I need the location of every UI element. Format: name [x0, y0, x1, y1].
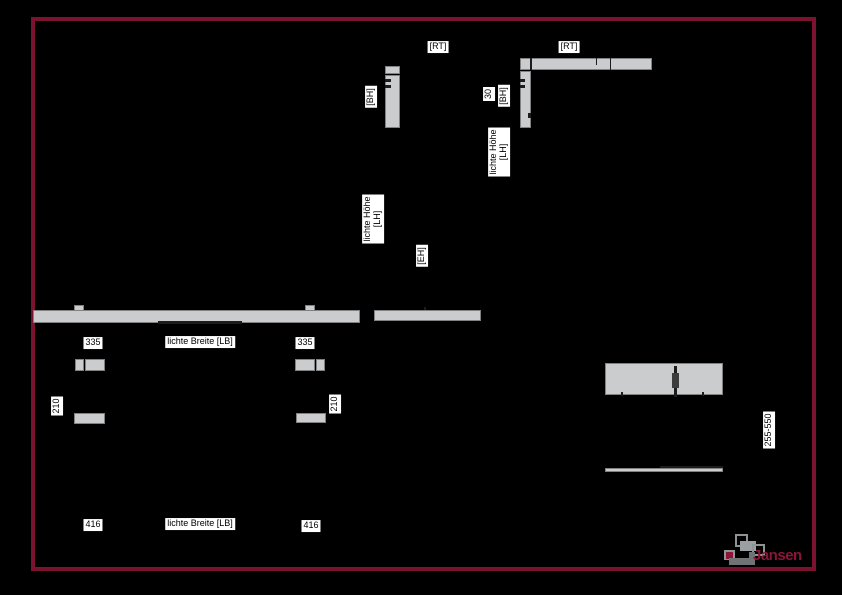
- label-clear-width-bottom: lichte Breite [LB]: [165, 518, 235, 530]
- logo-base-icon: [729, 558, 755, 565]
- label-clear-width-top: lichte Breite [LB]: [165, 336, 235, 348]
- label-bh-left: [BH]: [365, 86, 377, 108]
- profile-sill-middle: [374, 310, 481, 321]
- profile-tick: [610, 58, 611, 70]
- label-dim-30: 30: [483, 86, 495, 102]
- profile-piece-wide-right: [295, 359, 315, 371]
- floor-strip: [605, 468, 723, 472]
- profile-lower-right: [296, 413, 326, 423]
- profile-tick: [424, 307, 426, 310]
- logo-square-icon: [752, 544, 765, 556]
- profile-tick: [385, 85, 391, 88]
- profile-tick: [530, 58, 532, 70]
- plate-tick: [621, 392, 623, 396]
- label-clear-height-middle: lichte Höhe [LH]: [362, 194, 384, 244]
- profile-piece-small-right: [316, 359, 325, 371]
- label-range-255-550: 255-550: [763, 411, 775, 449]
- profile-tick: [520, 79, 525, 82]
- profile-head-left-top-piece: [385, 66, 400, 74]
- profile-tick: [528, 113, 531, 118]
- label-210-right: 210: [329, 394, 341, 414]
- label-eh: [EH]: [416, 245, 428, 267]
- profile-piece-small-left: [75, 359, 84, 371]
- profile-jamb-right: [520, 71, 531, 128]
- profile-tab-left: [74, 305, 84, 311]
- profile-shadow-segment: [158, 321, 242, 324]
- plate-tick: [702, 392, 704, 396]
- label-rt-left: [RT]: [427, 41, 449, 53]
- profile-rail-top-right: [520, 58, 652, 70]
- floor-strip-edge: [660, 466, 723, 468]
- profile-lower-left: [74, 413, 105, 424]
- label-416-right: 416: [301, 520, 321, 532]
- logo-red-square-icon: [726, 552, 733, 559]
- closer-plate: [605, 363, 723, 395]
- profile-tick: [596, 58, 597, 65]
- label-335-right: 335: [295, 337, 315, 349]
- label-210-left: 210: [51, 396, 63, 416]
- closer-spindle-body: [672, 373, 679, 388]
- logo-wordmark: Jansen: [753, 547, 802, 564]
- logo-stub-icon: [749, 552, 755, 559]
- page-border-frame: [31, 17, 816, 571]
- profile-tick: [520, 85, 525, 88]
- label-clear-height-right: lichte Höhe [LH]: [488, 127, 510, 177]
- label-bh-right: [BH]: [498, 85, 510, 107]
- profile-head-left-body: [385, 75, 400, 128]
- profile-tab-right: [305, 305, 315, 311]
- label-clear-height-right-line2: [LH]: [498, 143, 508, 161]
- profile-tick: [385, 79, 391, 82]
- logo-fill-icon: [740, 541, 756, 551]
- label-416-left: 416: [83, 519, 103, 531]
- profile-piece-wide-left: [85, 359, 105, 371]
- label-335-left: 335: [83, 337, 103, 349]
- label-rt-right: [RT]: [558, 41, 580, 53]
- label-clear-height-middle-line2: [LH]: [372, 210, 382, 228]
